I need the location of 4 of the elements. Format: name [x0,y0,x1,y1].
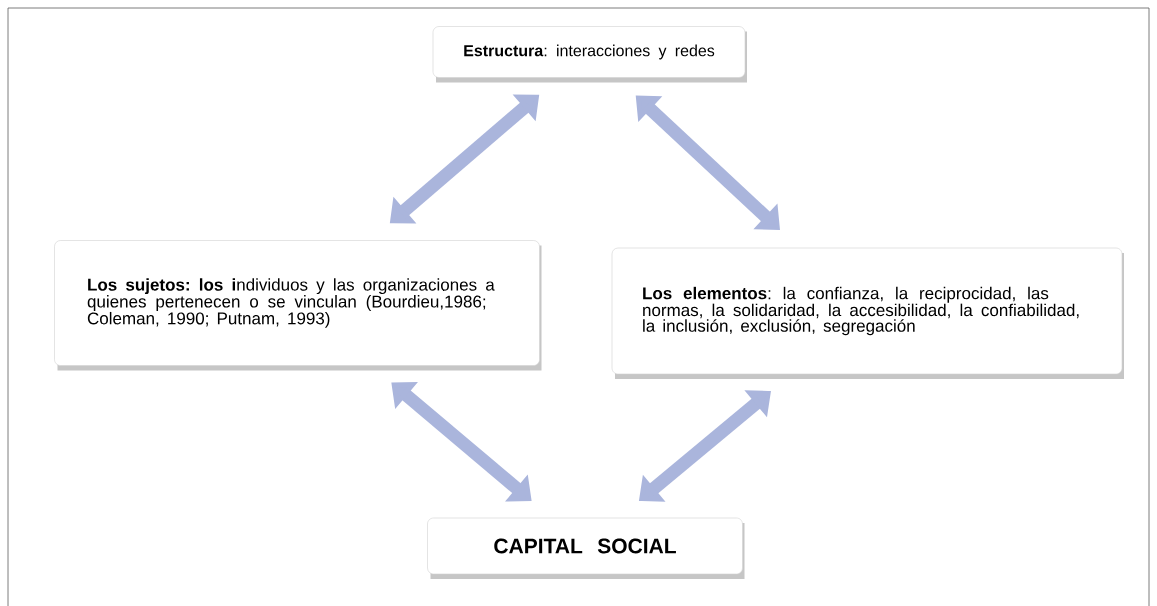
text-box: CAPITAL SOCIAL [427,517,745,579]
text-box: Estructura: interacciones y redes [432,26,747,83]
text-box: Los elementos: la confianza, la reciprocidad, las normas, la solidaridad, la accesibilidad, la confiabilidad, la inclusión, exclusión, segregación [611,247,1124,379]
text-box: Los sujetos: los individuos y las organizaciones a quienes pertenecen o se vinculan (Bourdieu,1986; Coleman, 1990; Putnam, 1993) [54,240,542,371]
